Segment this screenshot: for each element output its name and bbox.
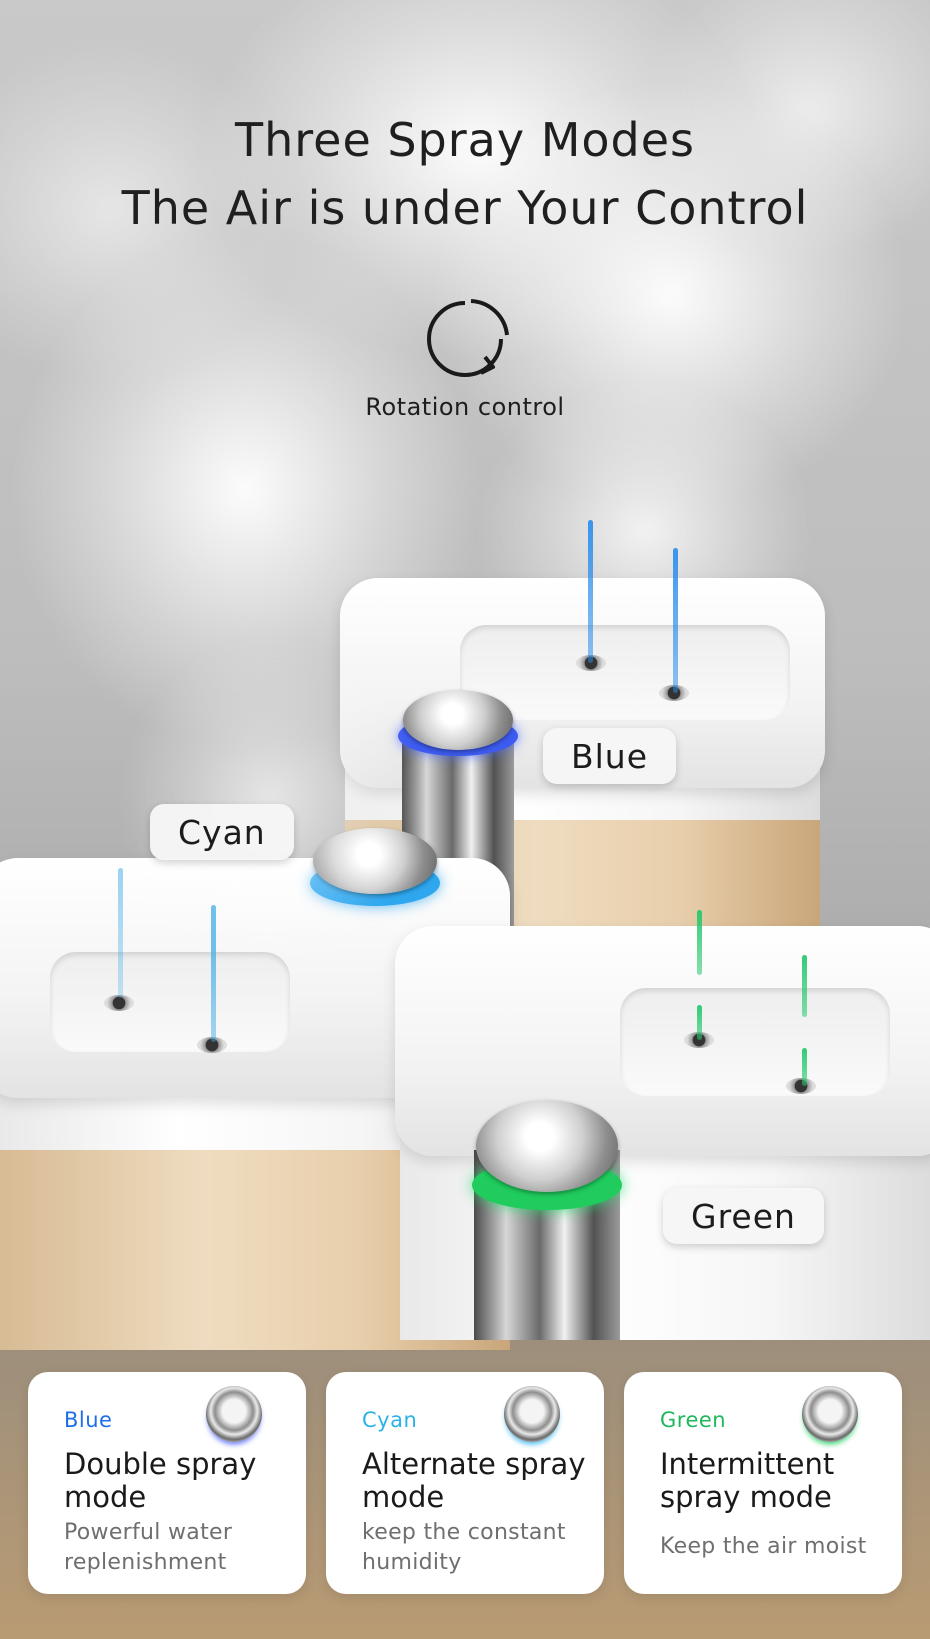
mode-card-blue: Blue Double spray mode Powerful water re… (28, 1372, 306, 1594)
rotation-arrow-icon (427, 299, 509, 377)
spray-hole (104, 995, 134, 1011)
mode-color-label: Cyan (362, 1408, 418, 1432)
mode-card-green: Green Intermittent spray mode Keep the a… (624, 1372, 902, 1594)
knob-thumbnail-icon (206, 1386, 262, 1442)
mode-description: Powerful water replenishment (64, 1520, 233, 1575)
knob-thumbnail-icon (802, 1386, 858, 1442)
tag-green: Green (663, 1188, 824, 1244)
spray-hole (576, 655, 606, 671)
mode-card-cyan: Cyan Alternate spray mode keep the const… (326, 1372, 604, 1594)
spray-hole (684, 1032, 714, 1048)
headline-line-1: Three Spray Modes (234, 113, 696, 167)
mode-color-label: Green (660, 1408, 727, 1432)
spray-beam (697, 1005, 702, 1040)
mode-description: keep the constant humidity (362, 1520, 566, 1575)
spray-beam (118, 868, 123, 998)
spray-beam (802, 1048, 807, 1086)
spray-beam (802, 955, 807, 1017)
spray-hole (197, 1037, 227, 1053)
spray-beam (211, 905, 216, 1042)
knob-cap (476, 1100, 618, 1192)
spray-hole (659, 685, 689, 701)
device-tray (50, 952, 290, 1052)
headline-line-2: The Air is under Your Control (121, 181, 809, 235)
knob-cap (403, 690, 513, 750)
mode-color-label: Blue (64, 1408, 113, 1432)
spray-hole (786, 1078, 816, 1094)
knob-thumbnail-icon (504, 1386, 560, 1442)
tag-cyan: Cyan (150, 804, 294, 860)
tag-blue: Blue (543, 728, 677, 784)
headline: Three Spray Modes The Air is under Your … (0, 106, 930, 242)
mode-name: Intermittent spray mode (660, 1447, 835, 1514)
mode-name: Alternate spray mode (362, 1447, 586, 1514)
rotation-control-label: Rotation control (365, 393, 565, 421)
mode-name: Double spray mode (64, 1447, 257, 1514)
mode-description: Keep the air moist (660, 1534, 867, 1559)
spray-beam (588, 520, 593, 663)
mist-cloud (120, 640, 420, 960)
device-tray (620, 988, 890, 1096)
spray-beam (697, 910, 702, 975)
spray-beam (673, 548, 678, 693)
device-tray (460, 625, 790, 720)
